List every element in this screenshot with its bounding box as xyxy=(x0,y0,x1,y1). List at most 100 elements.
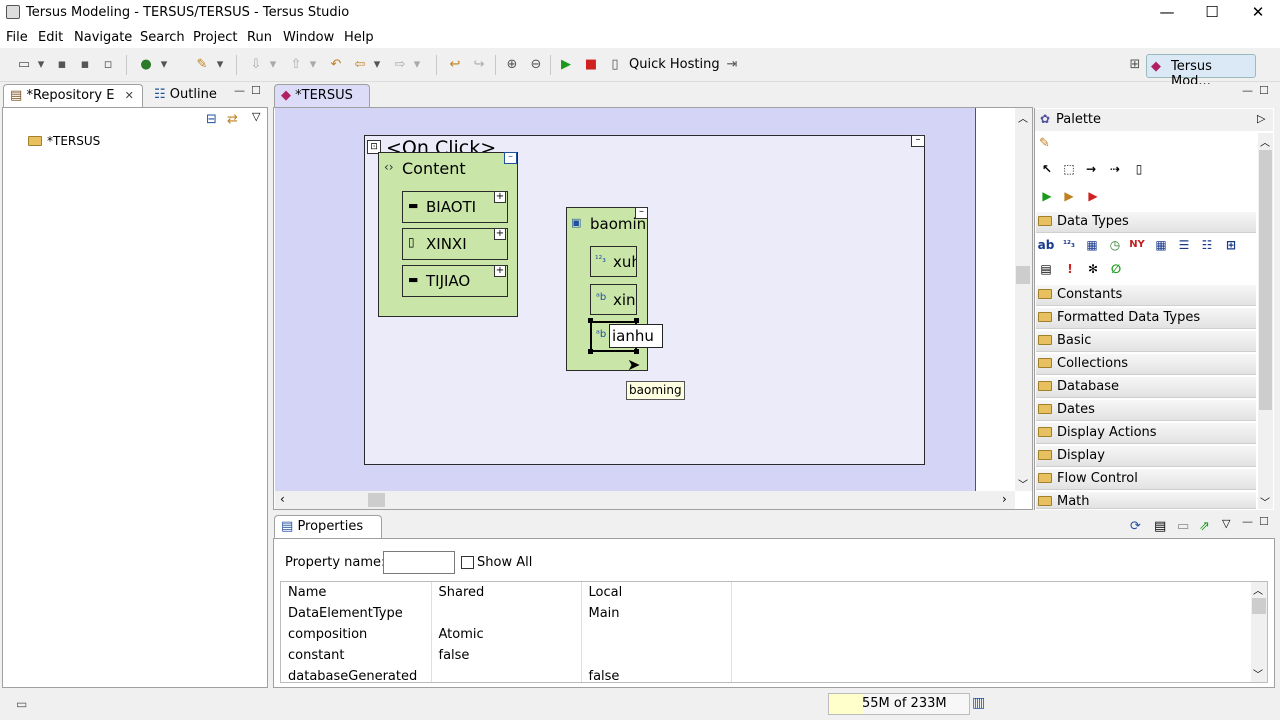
redo-icon[interactable]: ↪ xyxy=(473,57,485,72)
deploy-icon[interactable]: ✎ xyxy=(196,57,208,72)
palette-category-constants[interactable]: Constants xyxy=(1036,285,1256,306)
show-all-checkbox[interactable] xyxy=(461,556,474,569)
menu-search[interactable]: Search xyxy=(140,30,185,45)
menu-help[interactable]: Help xyxy=(344,30,374,45)
expand-icon[interactable]: + xyxy=(494,228,506,240)
property-local-cell[interactable] xyxy=(581,645,732,666)
tab-properties[interactable]: ▤ Properties ✕ xyxy=(274,515,382,555)
element-xing[interactable]: ᵃb xing xyxy=(590,284,637,315)
scroll-right-icon[interactable]: › xyxy=(1002,492,1007,506)
exit-trigger-icon[interactable]: ▶ xyxy=(1064,189,1074,203)
palette-category-flow-control[interactable]: Flow Control xyxy=(1036,469,1256,490)
property-shared-cell[interactable] xyxy=(431,603,582,624)
garbage-collect-icon[interactable]: ▥ xyxy=(972,695,986,711)
palette-category-collections[interactable]: Collections xyxy=(1036,354,1256,375)
scroll-left-icon[interactable]: ‹ xyxy=(280,492,285,506)
customize-icon[interactable]: ✎ xyxy=(1039,136,1050,151)
run-config-icon[interactable]: ● xyxy=(140,57,152,72)
forward-dropdown-icon[interactable]: ▾ xyxy=(413,57,421,72)
tab-outline[interactable]: ☷ Outline xyxy=(148,84,266,108)
play-icon[interactable]: ▶ xyxy=(561,57,571,72)
rename-input[interactable] xyxy=(609,324,663,348)
menu-project[interactable]: Project xyxy=(193,30,238,45)
close-window-button[interactable]: ✕ xyxy=(1251,3,1265,21)
quick-hosting-button[interactable]: Quick Hosting xyxy=(629,57,720,72)
back-icon[interactable]: ⇦ xyxy=(354,57,366,72)
next-dropdown-icon[interactable]: ▾ xyxy=(269,57,277,72)
element-tijiao[interactable] xyxy=(402,265,508,297)
maximize-view-icon[interactable]: ☐ xyxy=(251,84,261,97)
close-icon[interactable]: ✕ xyxy=(124,89,134,102)
categories-icon[interactable]: ▤ xyxy=(1154,519,1167,534)
perspective-button[interactable]: ◆ Tersus Mod... xyxy=(1146,54,1256,89)
tab-repository-explorer[interactable]: ▤ *Repository E ✕ xyxy=(3,84,143,108)
table-row[interactable]: constant false xyxy=(281,645,732,666)
minimize-view-icon[interactable]: — xyxy=(1242,84,1253,97)
scroll-down-icon[interactable]: ﹀ xyxy=(1260,498,1270,509)
save-all-icon[interactable]: ▪ xyxy=(80,57,90,72)
prev-annotation-icon[interactable]: ⇧ xyxy=(290,57,302,72)
property-local-cell[interactable]: Main xyxy=(581,603,732,624)
start-trigger-icon[interactable]: ▶ xyxy=(1042,189,1052,203)
editor-hscrollbar[interactable] xyxy=(275,491,1015,509)
memory-indicator[interactable]: 55M of 233M xyxy=(828,693,970,715)
selection-handle[interactable] xyxy=(634,349,639,354)
maximize-view-icon[interactable]: ☐ xyxy=(1259,515,1269,528)
scroll-up-icon[interactable]: ︿ xyxy=(1260,138,1270,149)
tree-type-icon[interactable]: ⊞ xyxy=(1225,238,1237,252)
list-type-icon[interactable]: ☰ xyxy=(1178,238,1190,252)
palette-vscroll-thumb[interactable] xyxy=(1259,150,1272,410)
structure-type-icon[interactable]: ☷ xyxy=(1201,238,1213,252)
property-shared-cell[interactable] xyxy=(431,666,582,682)
property-name-input[interactable] xyxy=(383,551,455,574)
error-type-icon[interactable]: ! xyxy=(1067,262,1073,276)
time-type-icon[interactable]: ◷ xyxy=(1109,238,1121,252)
zoom-in-icon[interactable]: ⊕ xyxy=(506,57,518,72)
marquee-tool-icon[interactable]: ⬚ xyxy=(1063,162,1075,176)
property-shared-cell[interactable]: false xyxy=(431,645,582,666)
prev-dropdown-icon[interactable]: ▾ xyxy=(309,57,317,72)
minimize-view-icon[interactable]: — xyxy=(1242,515,1253,528)
undo-icon[interactable]: ↩ xyxy=(449,57,461,72)
view-menu-icon[interactable]: ▽ xyxy=(252,110,261,123)
menu-run[interactable]: Run xyxy=(247,30,272,45)
collapse-all-icon[interactable]: ⊟ xyxy=(206,112,217,127)
exit-icon[interactable]: ⇥ xyxy=(726,57,738,72)
property-shared-cell[interactable]: Atomic xyxy=(431,624,582,645)
scroll-up-icon[interactable]: ︿ xyxy=(1253,586,1263,597)
scroll-down-icon[interactable]: ﹀ xyxy=(1253,670,1263,681)
link-editor-icon[interactable]: ⇄ xyxy=(227,112,238,127)
palette-menu-icon[interactable]: ▷ xyxy=(1257,112,1266,125)
new-icon[interactable]: ▭ xyxy=(17,57,31,72)
zoom-out-icon[interactable]: ⊖ xyxy=(530,57,542,72)
palette-category-math[interactable]: Math xyxy=(1036,492,1256,509)
date-type-icon[interactable]: ▦ xyxy=(1155,238,1167,252)
binary-type-icon[interactable]: ▦ xyxy=(1086,238,1098,252)
anything-type-icon[interactable]: ✻ xyxy=(1087,262,1099,276)
palette-category-display-actions[interactable]: Display Actions xyxy=(1036,423,1256,444)
fast-view-icon[interactable]: ▭ xyxy=(16,697,28,711)
element-xuh[interactable]: ¹²₃ xuh xyxy=(590,246,637,277)
last-edit-icon[interactable]: ↶ xyxy=(330,57,342,72)
scroll-up-icon[interactable]: ︿ xyxy=(1018,114,1028,125)
palette-category-data-types[interactable]: Data Types xyxy=(1036,212,1256,233)
palette-category-display[interactable]: Display xyxy=(1036,446,1256,467)
select-tool-icon[interactable]: ↖ xyxy=(1041,162,1053,176)
minimize-view-icon[interactable]: — xyxy=(234,84,245,97)
deploy-dropdown-icon[interactable]: ▾ xyxy=(216,57,224,72)
text-type-icon[interactable]: ab xyxy=(1037,238,1055,252)
column-header-shared[interactable]: Shared xyxy=(431,582,582,603)
view-menu-icon[interactable]: ▽ xyxy=(1222,517,1231,530)
table-row[interactable]: DataElementType Main xyxy=(281,603,732,624)
yes-no-type-icon[interactable]: NY xyxy=(1129,239,1145,250)
refresh-icon[interactable]: ⟳ xyxy=(1130,519,1141,534)
vscroll-thumb[interactable] xyxy=(1016,266,1030,284)
element-xinxi[interactable] xyxy=(402,228,508,260)
property-local-cell[interactable] xyxy=(581,624,732,645)
collapse-icon[interactable]: – xyxy=(504,152,517,164)
advanced-icon[interactable]: ▭ xyxy=(1177,519,1190,534)
expand-icon[interactable]: + xyxy=(494,191,506,203)
menu-edit[interactable]: Edit xyxy=(38,30,64,45)
minimize-button[interactable]: — xyxy=(1159,3,1175,21)
properties-vscroll-thumb[interactable] xyxy=(1252,598,1266,614)
